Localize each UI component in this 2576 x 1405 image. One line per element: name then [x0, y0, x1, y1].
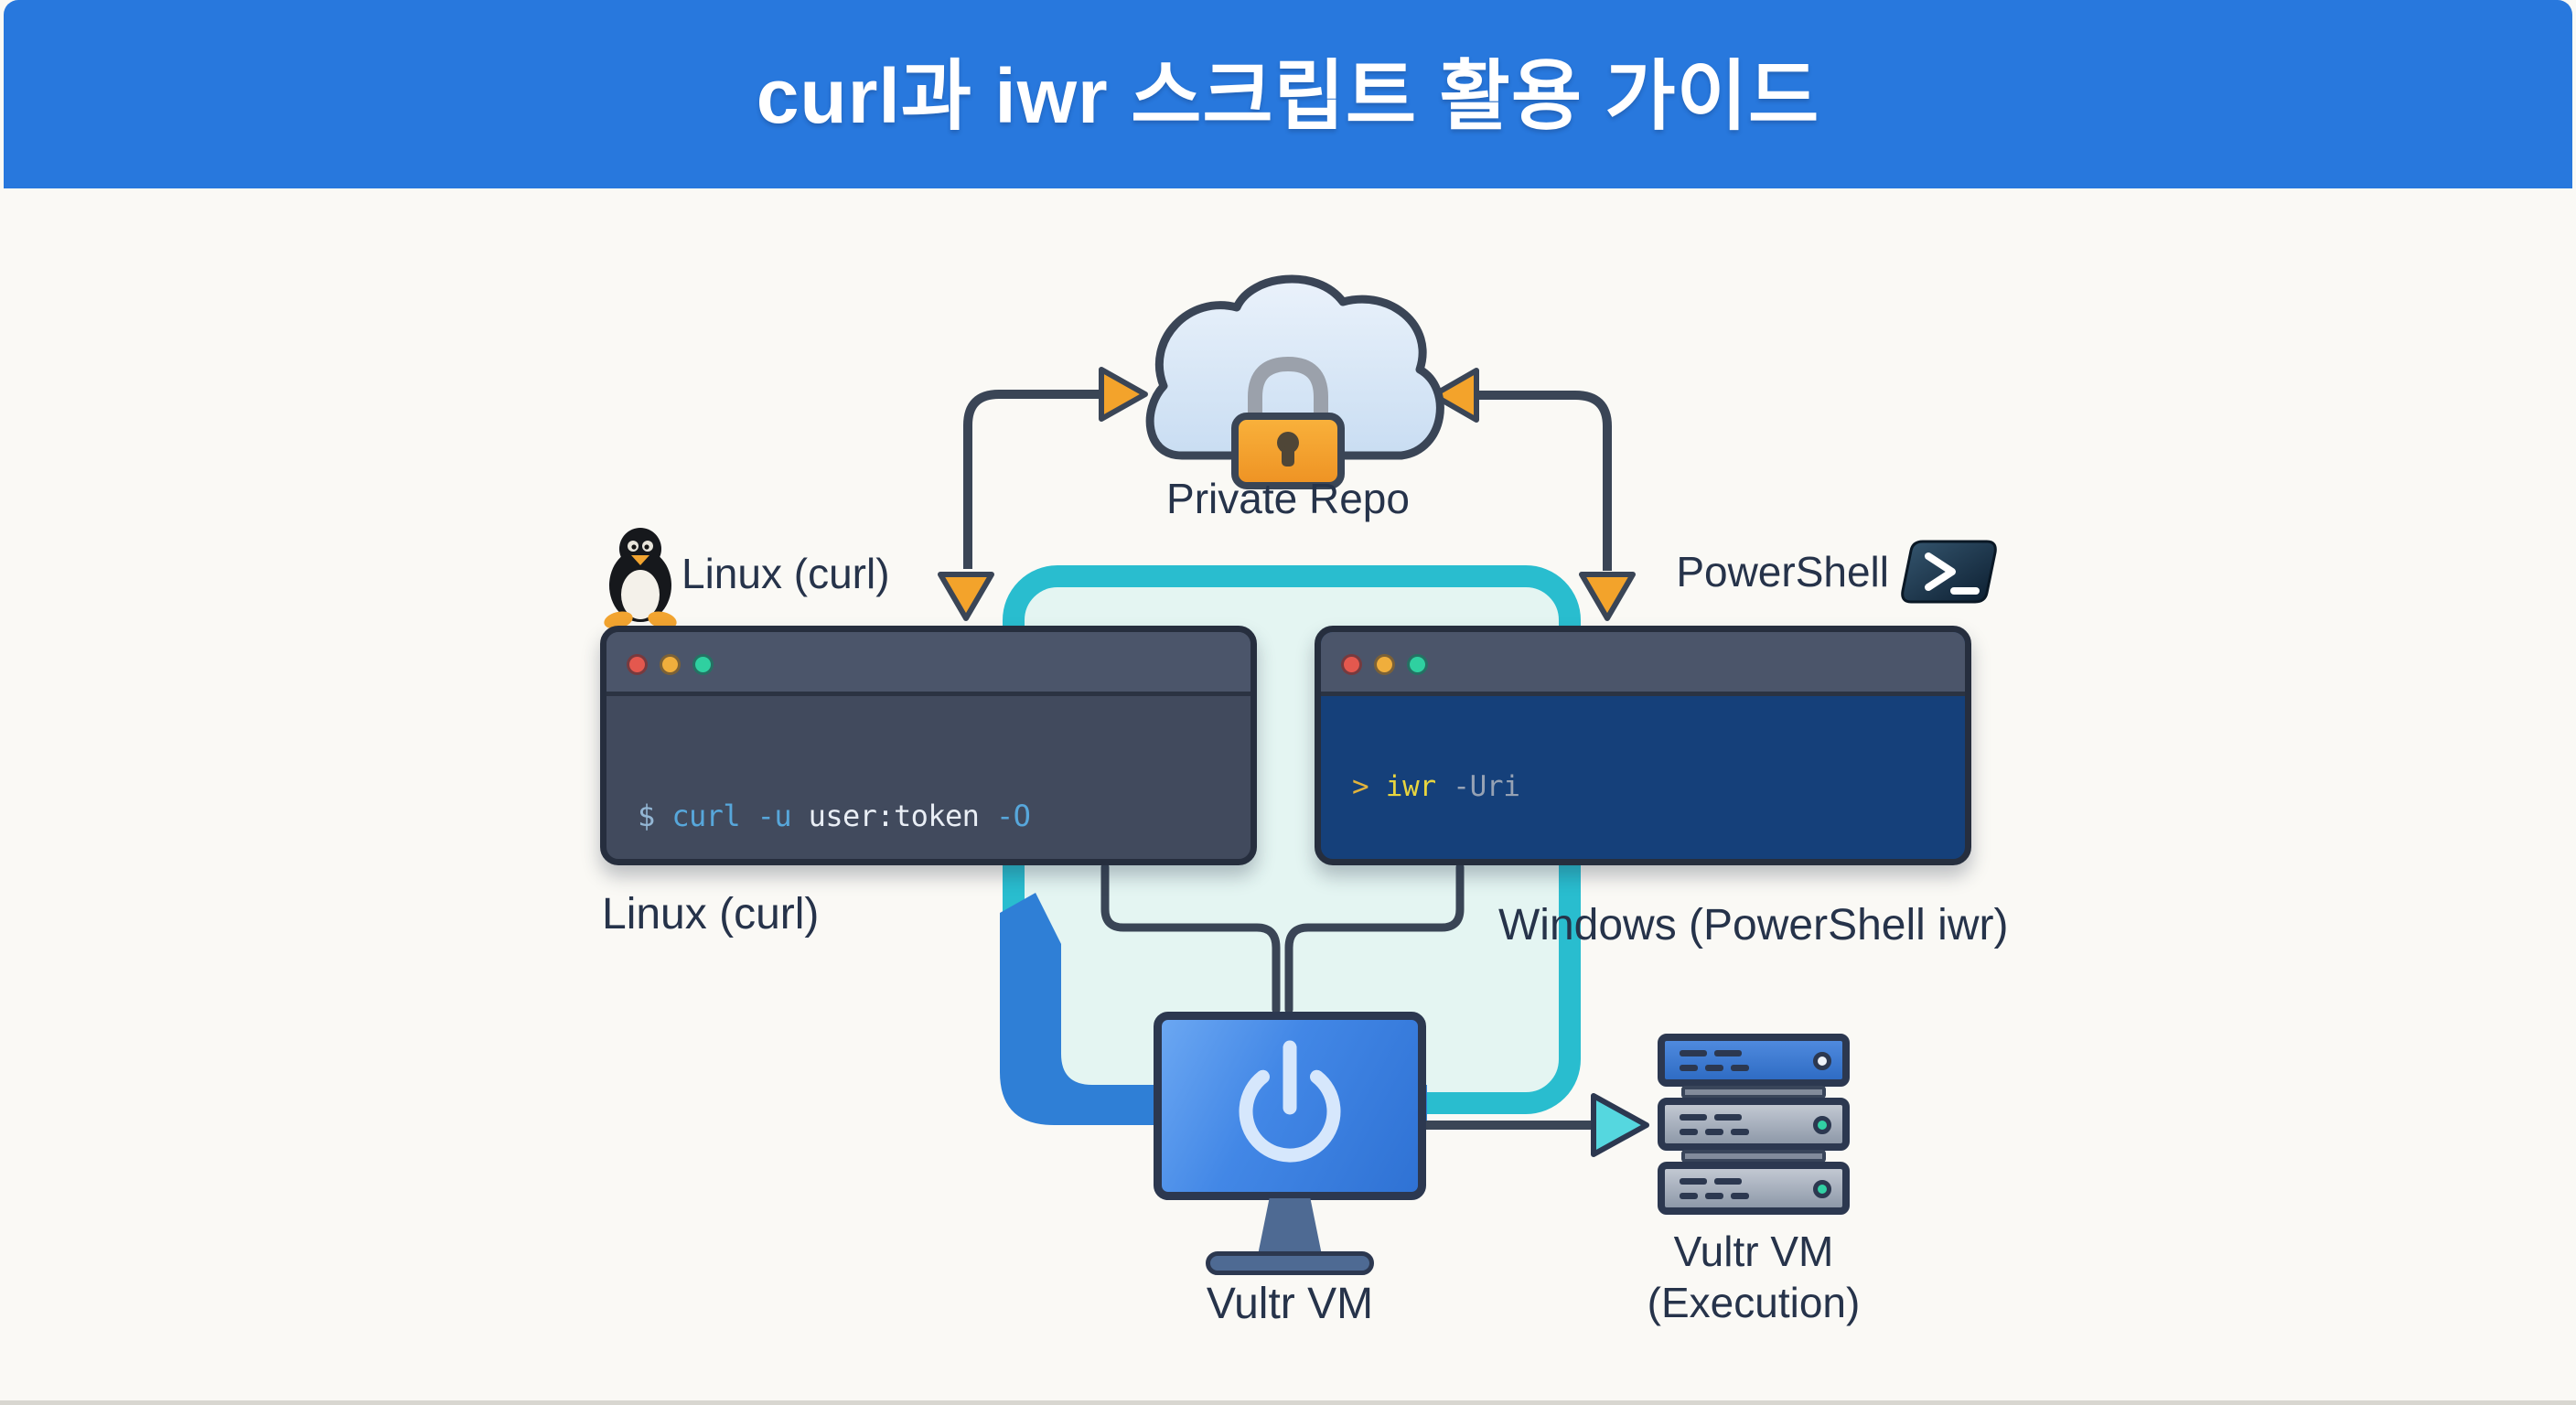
- linux-terminal-window: $ curl -u user:token -O https://private-…: [600, 626, 1257, 865]
- padlock-shackle-icon: [1248, 356, 1328, 423]
- server-unit-icon: [1658, 1098, 1850, 1151]
- page-title: curl과 iwr 스크립트 활용 가이드: [756, 53, 1820, 139]
- terminal-titlebar: [606, 632, 1250, 696]
- vultr-vm-label: Vultr VM: [1206, 1280, 1374, 1328]
- server-rack-joint: [1681, 1150, 1826, 1163]
- server-unit-icon: [1658, 1162, 1850, 1215]
- private-repo-label: Private Repo: [1166, 475, 1410, 522]
- linux-tux-icon: [604, 528, 677, 629]
- powershell-top-label: PowerShell: [1676, 548, 1889, 595]
- arrowhead-into-repo-left-icon: [1099, 367, 1148, 422]
- server-led-icon: [1813, 1180, 1831, 1198]
- arrowhead-to-execution-icon: [1591, 1093, 1649, 1157]
- monitor-stand: [1258, 1198, 1322, 1255]
- iwr-command-text: > iwr -Uri https://private-repo.com/scri…: [1352, 770, 1520, 803]
- close-traffic-light-icon: [1341, 654, 1362, 675]
- close-traffic-light-icon: [627, 654, 648, 675]
- windows-powershell-caption: Windows (PowerShell iwr): [1498, 901, 2009, 949]
- minimize-traffic-light-icon: [660, 654, 681, 675]
- vultr-vm-monitor: [1154, 1012, 1426, 1200]
- server-led-icon: [1813, 1116, 1831, 1134]
- terminal-titlebar: [1321, 632, 1965, 696]
- zoom-traffic-light-icon: [1407, 654, 1428, 675]
- bottom-edge-strip: [0, 1400, 2576, 1405]
- arrowhead-down-to-linux-icon: [938, 572, 994, 621]
- header-banner: curl과 iwr 스크립트 활용 가이드: [4, 0, 2572, 188]
- linux-to-repo-connector: [963, 390, 1121, 569]
- minimize-traffic-light-icon: [1374, 654, 1395, 675]
- server-rack-joint: [1681, 1086, 1826, 1099]
- vultr-vm-execution-label: Vultr VM (Execution): [1647, 1228, 1861, 1326]
- cloud-lock-icon: [1145, 274, 1444, 489]
- powershell-terminal-window: > iwr -Uri https://private-repo.com/scri…: [1315, 626, 1971, 865]
- linux-curl-top-label: Linux (curl): [682, 550, 890, 597]
- server-unit-icon: [1658, 1034, 1850, 1087]
- curl-command-text: $ curl -u user:token -O https://private-…: [638, 799, 1031, 833]
- powershell-to-repo-connector: [1475, 391, 1612, 571]
- server-led-icon: [1813, 1052, 1831, 1070]
- linux-curl-caption: Linux (curl): [602, 890, 820, 938]
- zoom-traffic-light-icon: [692, 654, 714, 675]
- power-button-icon: [1239, 1040, 1341, 1163]
- monitor-base: [1206, 1251, 1374, 1275]
- powershell-icon: [1901, 540, 1997, 604]
- arrowhead-into-repo-right-icon: [1431, 368, 1479, 423]
